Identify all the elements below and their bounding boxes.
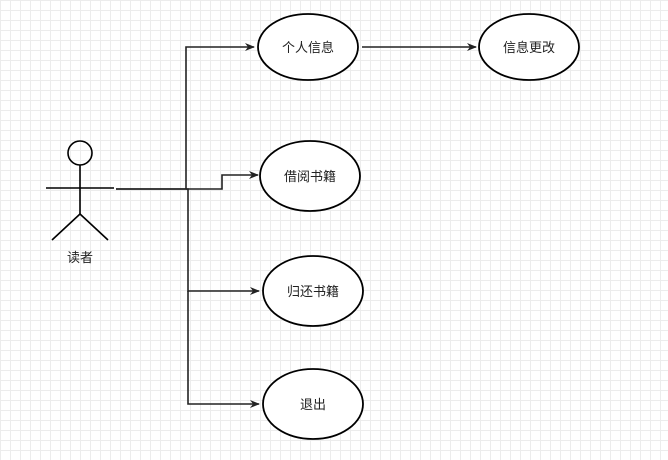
use-case-info-change[interactable]: 信息更改 [478,13,580,81]
actor-right-leg [79,213,109,241]
actor-label: 读者 [67,251,93,266]
use-case-exit-shape [262,368,364,440]
use-case-borrow-books-label: 借阅书籍 [284,169,336,185]
use-case-personal-info-shape [257,13,359,81]
actor-left-leg [51,213,81,241]
edge-reader-to-return-books [186,188,260,295]
use-case-return-books-label: 归还书籍 [287,284,339,300]
use-case-borrow-books[interactable]: 借阅书籍 [259,140,361,212]
use-case-info-change-shape [478,13,580,81]
edge-reader-to-exit [187,291,260,408]
use-case-return-books-shape [262,255,364,327]
use-case-exit[interactable]: 退出 [262,368,364,440]
actor-reader[interactable]: 读者 [46,140,114,266]
edge-reader-to-borrow-books [116,171,259,190]
use-case-personal-info[interactable]: 个人信息 [257,13,359,81]
edge-reader-to-personal-info [116,43,255,190]
use-case-borrow-books-shape [259,140,361,212]
use-case-exit-label: 退出 [300,398,326,413]
use-case-return-books[interactable]: 归还书籍 [262,255,364,327]
actor-head [67,140,93,166]
use-case-personal-info-label: 个人信息 [282,40,334,56]
use-case-info-change-label: 信息更改 [503,40,555,56]
